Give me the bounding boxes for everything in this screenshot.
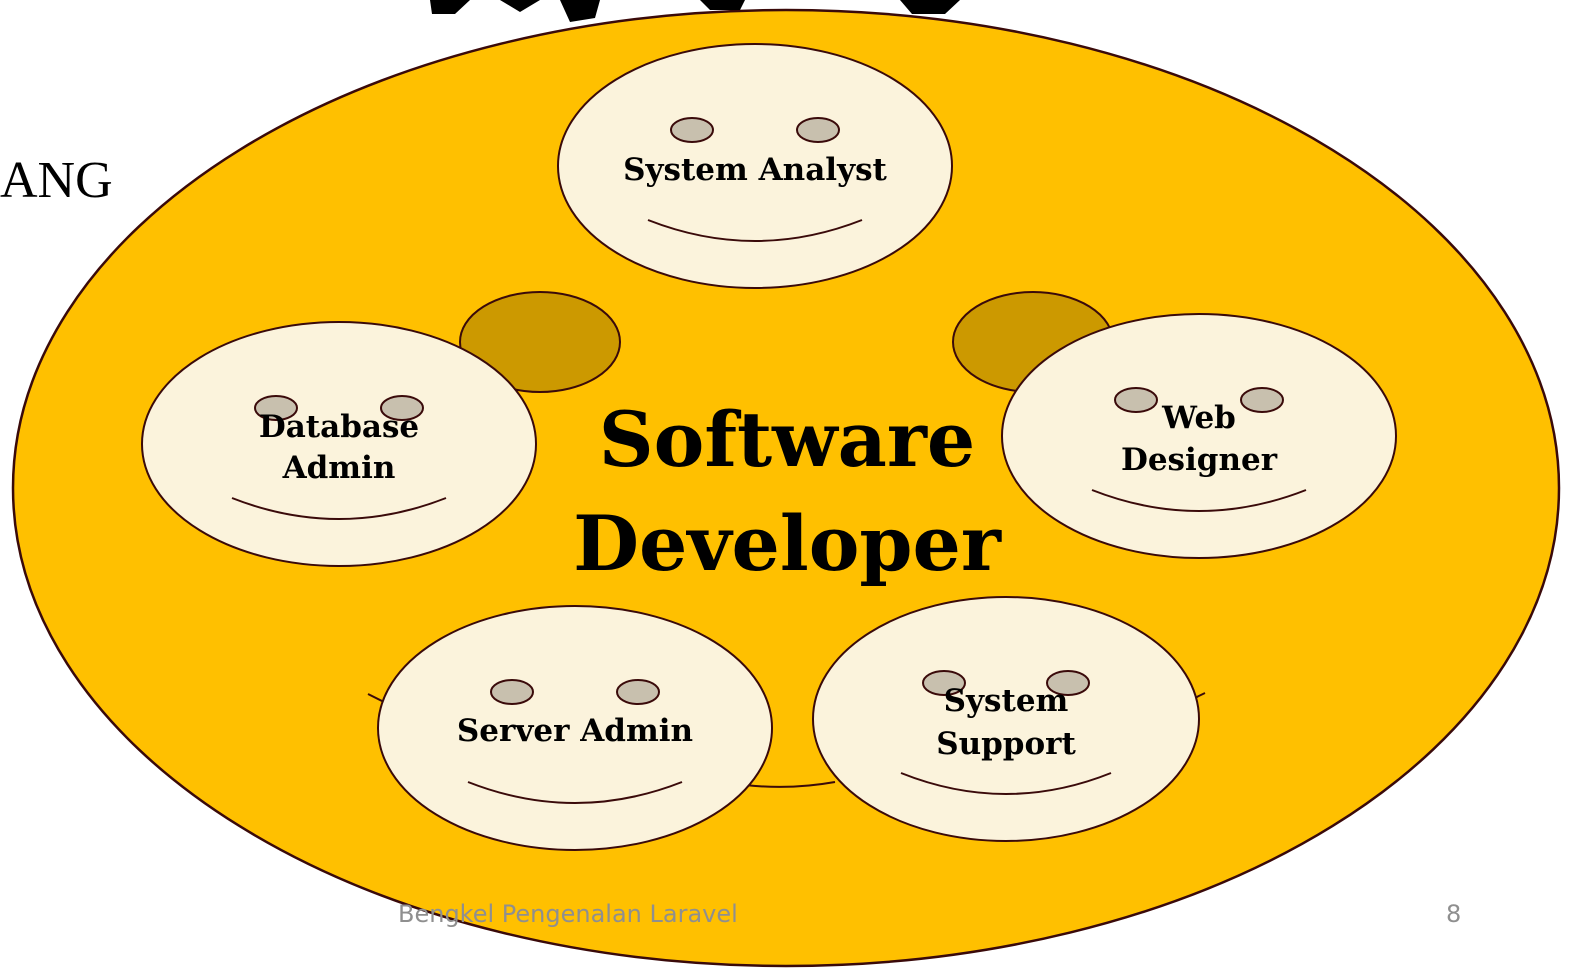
face-web-designer: Web Designer [1001, 313, 1397, 559]
eye-left [254, 395, 298, 421]
eye-left [922, 670, 966, 696]
side-text-fragment: ANG [0, 152, 113, 209]
face-outline [557, 43, 953, 289]
connector-bottom-middle [744, 781, 836, 788]
face-outline [1001, 313, 1397, 559]
eye-left [670, 117, 714, 143]
smile [647, 219, 863, 242]
eye-right [616, 679, 660, 705]
face-outline [141, 321, 537, 567]
footer-text: Bengkel Pengenalan Laravel [398, 900, 738, 928]
face-label-web-designer-line1: Web [1161, 400, 1236, 436]
face-system-analyst: System Analyst [557, 43, 953, 289]
face-outline [377, 605, 773, 851]
smile [231, 497, 447, 520]
face-outline [812, 596, 1200, 842]
face-label-web-designer-line2: Designer [1121, 442, 1278, 478]
face-label-database-admin-line2: Admin [282, 450, 396, 486]
center-title-line1: Software [599, 395, 975, 484]
eye-right [380, 395, 424, 421]
face-system-support: System Support [812, 596, 1200, 842]
eye-right [796, 117, 840, 143]
smile [467, 781, 683, 804]
face-server-admin: Server Admin [377, 605, 773, 851]
eye-left [1114, 387, 1158, 413]
title-fragment-shape [430, 0, 960, 22]
connector-left [459, 291, 621, 393]
center-title-line2: Developer [573, 499, 1002, 588]
face-label-system-support-line2: Support [936, 726, 1076, 762]
smile [900, 772, 1112, 795]
eye-right [1240, 387, 1284, 413]
page-number: 8 [1446, 900, 1462, 928]
face-label-system-analyst: System Analyst [623, 152, 887, 188]
face-database-admin: Database Admin [141, 321, 537, 567]
face-label-server-admin: Server Admin [457, 713, 693, 749]
eye-left [490, 679, 534, 705]
smile [1091, 489, 1307, 512]
face-label-database-admin-line1: Database [259, 409, 419, 445]
eye-right [1046, 670, 1090, 696]
face-label-system-support-line1: System [944, 683, 1069, 719]
